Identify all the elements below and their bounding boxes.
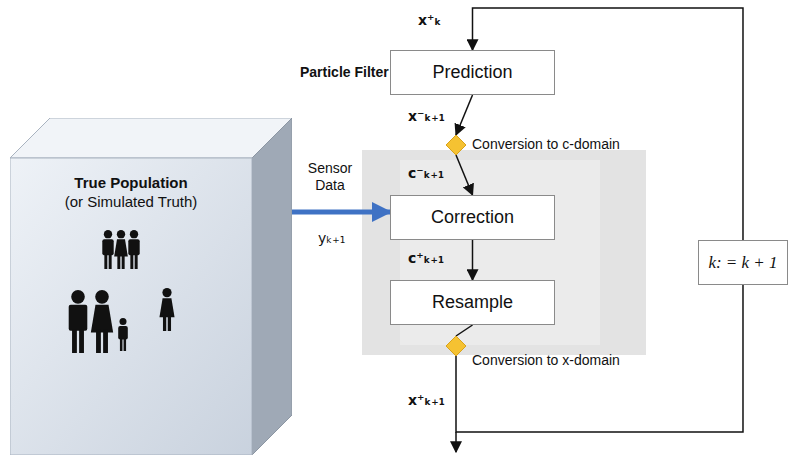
shaded-region — [362, 150, 646, 355]
box-label: k: = k + 1 — [708, 253, 777, 273]
cube-top — [10, 118, 292, 158]
conversion-label: Conversion to x-domain — [472, 352, 620, 368]
diamond-shape — [446, 336, 466, 356]
conversion-diamond: Conversion to x-domain — [446, 336, 466, 356]
process-box: Correction — [390, 195, 555, 240]
flow-arrow — [456, 95, 473, 135]
flow-arrow — [456, 155, 473, 195]
edge-label: x⁻ₖ₊₁ — [408, 108, 445, 125]
box-label: Correction — [431, 207, 514, 228]
process-box: Prediction — [390, 50, 555, 95]
conversion-diamond: Conversion to c-domain — [446, 135, 466, 155]
signal-label: yₖ₊₁ — [318, 230, 345, 246]
output-arrow — [455, 432, 457, 452]
node-heading: True Population — [10, 173, 252, 192]
diamond-shape — [446, 135, 466, 155]
cube-side — [252, 118, 292, 455]
population-cube: True Population(or Simulated Truth) — [10, 118, 292, 455]
edge-label: c⁻ₖ₊₁ — [408, 165, 444, 182]
edge-label: x⁺ₖ — [418, 12, 441, 29]
diamond-outline — [446, 336, 466, 356]
process-box: Resample — [390, 280, 555, 325]
diamond-outline — [446, 135, 466, 155]
edge-label: x⁺ₖ₊₁ — [408, 392, 445, 409]
box-label: Prediction — [432, 62, 512, 83]
cube-shape — [10, 118, 292, 455]
flow-line — [456, 325, 473, 336]
flow-arrow — [472, 240, 474, 280]
edge-label: Sensor Data — [300, 160, 360, 194]
conversion-label: Conversion to c-domain — [472, 136, 620, 152]
cube-caption: True Population(or Simulated Truth) — [10, 173, 252, 211]
sensor-arrow — [276, 210, 390, 215]
update-box: k: = k + 1 — [698, 240, 787, 285]
box-label: Resample — [432, 292, 513, 313]
section-title: Particle Filter — [300, 64, 389, 80]
edge-label: c⁺ₖ₊₁ — [408, 250, 444, 267]
cube-front — [10, 158, 252, 455]
node-subtitle: (or Simulated Truth) — [10, 192, 252, 211]
people-icons — [69, 230, 175, 353]
